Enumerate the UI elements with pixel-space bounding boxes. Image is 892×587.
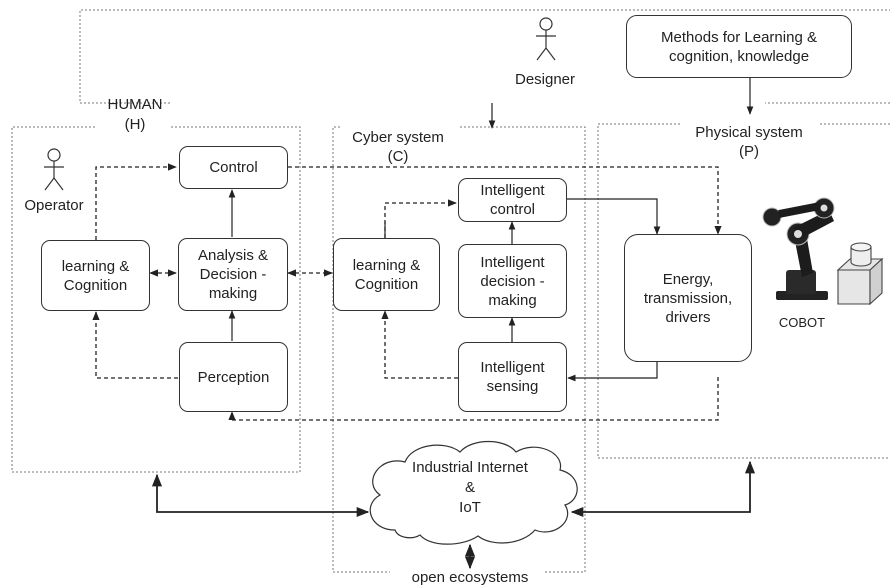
cyber-learning-cognition-box: learning & Cognition xyxy=(333,238,440,311)
arrow-c-learning-to-intelligent-control xyxy=(384,199,457,238)
human-frame xyxy=(11,126,301,473)
human-learning-cognition-box: learning & Cognition xyxy=(41,240,150,311)
methods-box: Methods for Learning & cognition, knowle… xyxy=(626,15,852,78)
intelligent-control-box: Intelligent control xyxy=(458,178,567,222)
arrow-energy-to-perception xyxy=(228,377,719,421)
physical-system-label: Physical system (P) xyxy=(695,124,803,160)
operator-label: Operator xyxy=(24,197,84,214)
designer-frame xyxy=(79,9,890,104)
arrow-iot-to-physical xyxy=(570,460,756,518)
human-control-box: Control xyxy=(179,146,288,189)
arrow-human-to-iot xyxy=(151,473,370,518)
cobot-robot-icon xyxy=(762,197,835,300)
physical-frame xyxy=(597,123,890,459)
designer-person-icon xyxy=(536,17,556,61)
cyber-system-label: Cyber system (C) xyxy=(352,129,444,165)
arrow-control-to-energy xyxy=(567,198,661,235)
operator-person-icon xyxy=(44,148,64,191)
open-ecosystems-label: open ecosystems xyxy=(411,569,529,586)
human-perception-box: Perception xyxy=(179,342,288,412)
cobot-label: COBOT xyxy=(778,315,826,330)
iot-cloud xyxy=(369,441,578,545)
designer-label: Designer xyxy=(514,71,576,88)
arrow-h-learning-to-control xyxy=(95,163,177,240)
human-analysis-decision-box: Analysis & Decision - making xyxy=(178,238,288,311)
solid-arrows xyxy=(228,78,754,382)
dashed-arrows xyxy=(92,163,722,421)
arrow-control-to-energy-dashed xyxy=(288,166,722,235)
cyber-frame xyxy=(332,126,586,573)
human-label: HUMAN (H) xyxy=(107,96,163,133)
energy-transmission-box: Energy, transmission, drivers xyxy=(624,234,752,362)
arrow-sensing-to-c-learning xyxy=(381,310,458,379)
cloud-label: Industrial Internet & IoT xyxy=(412,459,528,516)
network-arrows xyxy=(151,460,756,570)
intelligent-decision-box: Intelligent decision - making xyxy=(458,244,567,318)
arrow-perception-to-h-learning xyxy=(92,311,178,379)
workpiece-cube-icon xyxy=(836,242,884,306)
arrow-energy-to-sensing xyxy=(567,362,658,382)
intelligent-sensing-box: Intelligent sensing xyxy=(458,342,567,412)
